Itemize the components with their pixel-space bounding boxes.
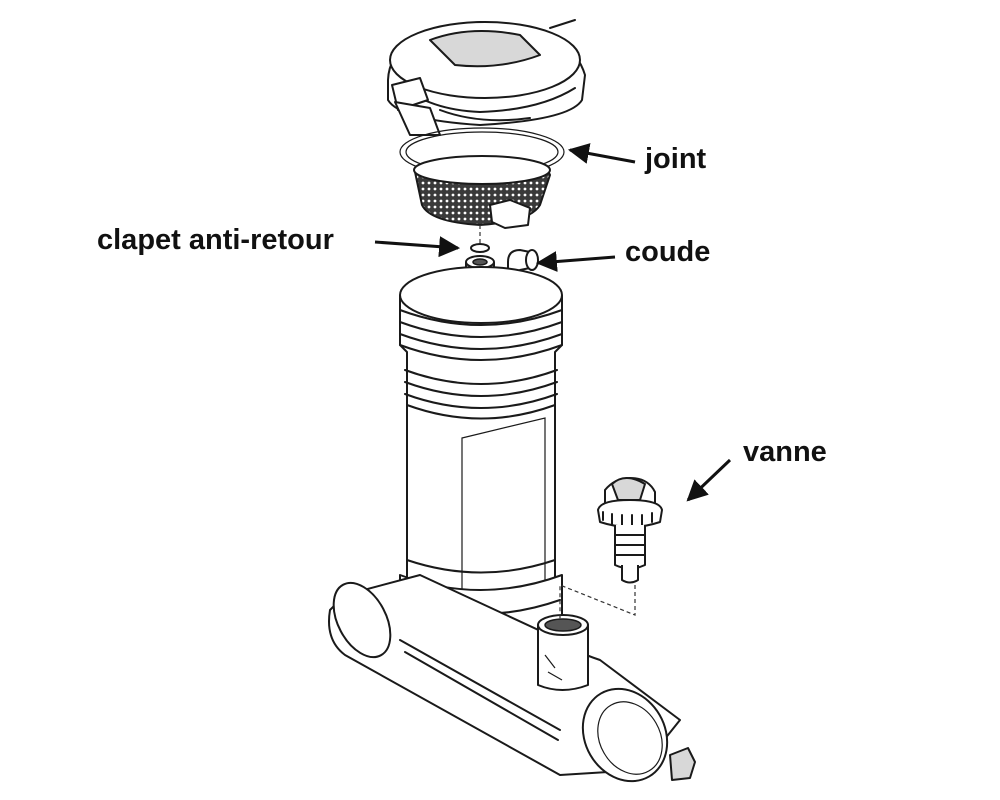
main-cylinder <box>399 266 563 602</box>
strainer-basket <box>413 155 552 245</box>
label-valve: vanne <box>743 436 827 468</box>
arrow-coude <box>535 251 616 272</box>
label-joint: joint <box>645 143 707 175</box>
arrow-vanne <box>686 458 732 502</box>
control-valve <box>559 477 663 620</box>
label-elbow: coude <box>625 236 711 268</box>
arrow-joint <box>567 143 636 164</box>
callout-arrows <box>374 143 732 502</box>
label-check-valve: clapet anti-retour <box>97 224 334 256</box>
lid <box>387 19 586 136</box>
base-tee-pipe <box>328 574 696 783</box>
side-port <box>537 614 589 691</box>
arrow-clapet <box>374 236 461 258</box>
